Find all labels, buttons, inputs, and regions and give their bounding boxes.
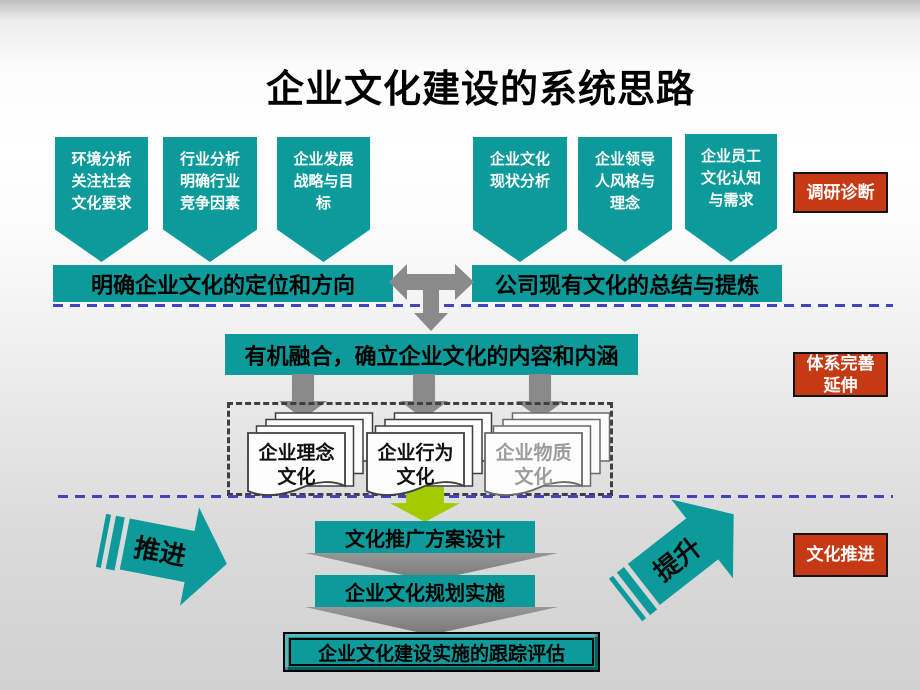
stacked-documents-icon: [247, 412, 374, 496]
banner-strategy-goal: 企业发展 战略与目 标: [277, 137, 370, 262]
card-label: 企业行为 文化: [377, 443, 454, 488]
stacked-documents-icon: [484, 412, 611, 496]
advance-arrow: 推进: [96, 507, 227, 606]
bar-culture-position: 明确企业文化的定位和方向: [53, 265, 393, 302]
card-material-culture: 企业物质 文化: [484, 412, 614, 504]
card-label: 企业物质 文化: [495, 443, 572, 488]
chevron-down-icon: [305, 607, 558, 635]
bar-culture-summary: 公司现有文化的总结与提炼: [472, 265, 782, 302]
banner-culture-status: 企业文化 现状分析: [473, 137, 567, 262]
bar-plan-implementation: 企业文化规划实施: [315, 575, 535, 607]
banner-industry-analysis: 行业分析 明确行业 竞争因素: [163, 137, 257, 262]
phase-tag-system: 体系完善 延伸: [793, 352, 888, 397]
banner-environment-analysis: 环境分析 关注社会 文化要求: [55, 137, 148, 262]
separator-dashed-line-2: [58, 495, 893, 498]
phase-tag-promotion: 文化推进: [793, 533, 888, 577]
lift-arrow: 提升: [608, 499, 734, 622]
bar-tracking-evaluation: 企业文化建设实施的跟踪评估: [283, 632, 600, 672]
bar-tracking-evaluation-label: 企业文化建设实施的跟踪评估: [289, 638, 594, 666]
page-title: 企业文化建设的系统思路: [266, 69, 696, 111]
banner-leader-style: 企业领导 人风格与 理念: [578, 137, 672, 262]
phase-tag-research: 调研诊断: [793, 172, 888, 213]
card-behavior-culture: 企业行为 文化: [366, 412, 496, 504]
bar-promotion-design: 文化推广方案设计: [315, 521, 535, 553]
card-label: 企业理念 文化: [258, 443, 335, 488]
banner-employee-cognition: 企业员工 文化认知 与需求: [685, 134, 777, 262]
bar-fusion: 有机融合，确立企业文化的内容和内涵: [225, 334, 638, 375]
three-way-arrow-icon: [389, 264, 474, 331]
separator-dashed-line-1: [53, 304, 893, 307]
card-idea-culture: 企业理念 文化: [247, 412, 377, 504]
stacked-documents-icon: [366, 412, 493, 496]
